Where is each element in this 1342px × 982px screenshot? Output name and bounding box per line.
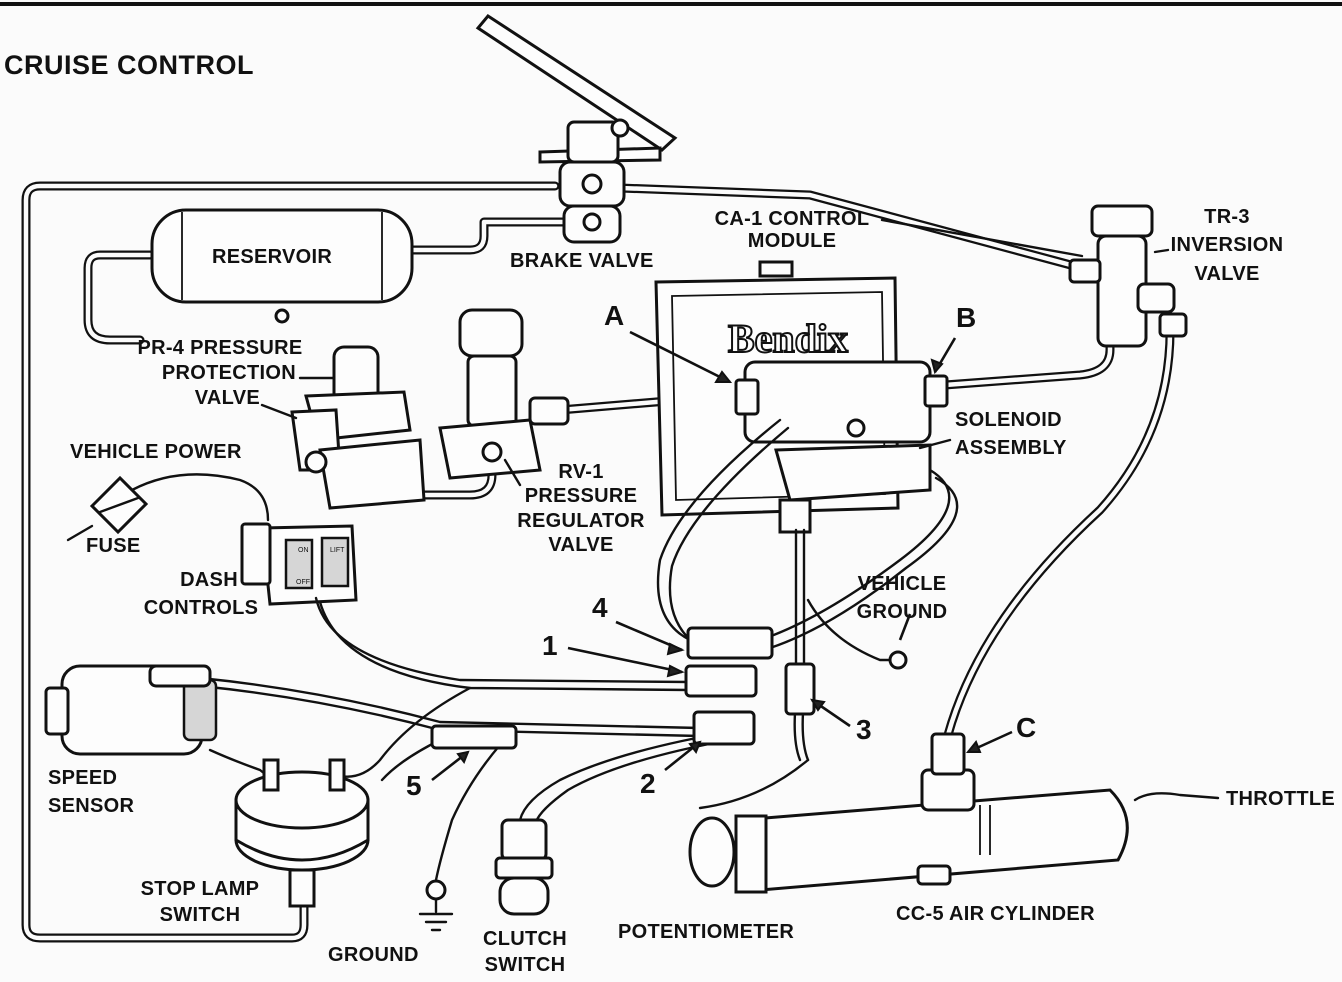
label-control-module-line1: CA-1 CONTROL	[714, 208, 870, 230]
label-clutch-switch-line2: SWITCH	[484, 954, 566, 977]
callout-1: 1	[542, 630, 558, 661]
label-vehicle-ground-line2: GROUND	[856, 601, 948, 623]
dash-controls-drawing: ON OFF LIFT	[240, 522, 358, 606]
label-vehicle-ground: VEHICLE GROUND	[848, 570, 956, 626]
callout-5: 5	[406, 770, 422, 801]
label-regulator-valve-line1: RV-1	[558, 461, 604, 483]
label-regulator-valve: RV-1 PRESSURE REGULATOR VALVE	[508, 460, 654, 558]
label-clutch-switch: CLUTCH SWITCH	[470, 926, 580, 979]
label-speed-sensor: SPEED SENSOR	[48, 764, 134, 820]
label-protection-valve-line3: VALVE	[194, 387, 260, 409]
leader-lines	[260, 218, 1170, 487]
label-vehicle-power: VEHICLE POWER	[70, 441, 242, 463]
harness-connectors	[430, 626, 908, 750]
label-throttle: THROTTLE	[1226, 788, 1336, 810]
label-stop-lamp-switch-line2: SWITCH	[159, 904, 241, 926]
label-potentiometer: POTENTIOMETER	[618, 921, 795, 943]
solenoid-drawing	[734, 360, 949, 534]
callout-3: 3	[856, 714, 872, 745]
clutch-switch-drawing	[494, 818, 554, 916]
label-ground: GROUND	[328, 944, 419, 966]
label-reservoir: RESERVOIR	[212, 246, 333, 268]
label-solenoid-assembly-line2: ASSEMBLY	[955, 437, 1067, 459]
callout-a: A	[604, 300, 625, 331]
regulator-valve-drawing	[438, 308, 570, 480]
label-speed-sensor-line2: SENSOR	[48, 795, 135, 817]
label-inversion-valve: TR-3 INVERSION VALVE	[1164, 203, 1290, 288]
label-dash-controls-line1: DASH	[180, 569, 238, 591]
reservoir-drawing	[150, 208, 414, 324]
label-protection-valve-line1: PR-4 PRESSURE	[137, 337, 303, 359]
inversion-valve-drawing	[1068, 204, 1188, 348]
label-speed-sensor-line1: SPEED	[48, 767, 118, 789]
label-stop-lamp-switch-line1: STOP LAMP	[140, 878, 260, 900]
module-brand-mark: Bendix	[728, 316, 848, 361]
air-cylinder-drawing	[688, 732, 1129, 894]
label-vehicle-ground-line1: VEHICLE	[857, 573, 947, 595]
label-brake-valve: BRAKE VALVE	[510, 250, 654, 272]
label-inversion-valve-line3: VALVE	[1194, 262, 1260, 285]
protection-valve-drawing	[290, 345, 426, 510]
brake-valve-drawing	[475, 14, 678, 244]
callout-4: 4	[592, 592, 608, 623]
switch-on-mark: ON	[298, 547, 309, 554]
label-clutch-switch-line1: CLUTCH	[482, 928, 567, 950]
label-regulator-valve-line3: REGULATOR	[517, 509, 645, 532]
label-control-module-line2: MODULE	[747, 230, 837, 253]
callout-b: B	[956, 302, 977, 333]
label-fuse: FUSE	[86, 535, 141, 557]
label-air-cylinder: CC-5 AIR CYLINDER	[896, 903, 1095, 925]
callout-2: 2	[640, 768, 656, 799]
label-dash-controls: DASH CONTROLS	[138, 566, 264, 622]
fuse-drawing	[66, 473, 270, 542]
ground-drawing	[418, 879, 454, 932]
label-solenoid-assembly-line1: SOLENOID	[955, 409, 1062, 431]
label-protection-valve-line2: PROTECTION	[161, 362, 296, 384]
label-solenoid-assembly: SOLENOID ASSEMBLY	[955, 406, 1067, 462]
switch-off-mark: OFF	[296, 579, 310, 586]
air-lines	[21, 181, 1220, 943]
wiring-harness	[198, 418, 959, 882]
speed-sensor-drawing	[44, 664, 218, 756]
label-inversion-valve-line1: TR-3	[1204, 206, 1250, 228]
stop-lamp-switch-drawing	[234, 758, 370, 908]
label-stop-lamp-switch: STOP LAMP SWITCH	[140, 876, 260, 928]
label-protection-valve: PR-4 PRESSURE PROTECTION VALVE	[124, 336, 316, 411]
diagram-title: CRUISE CONTROL	[4, 50, 254, 80]
callout-arrows	[431, 330, 1013, 782]
label-dash-controls-line2: CONTROLS	[143, 597, 259, 619]
switch-lift-mark: LIFT	[330, 547, 345, 554]
label-control-module: CA-1 CONTROL MODULE	[700, 208, 884, 253]
callout-c: C	[1016, 712, 1037, 743]
label-regulator-valve-line4: VALVE	[548, 534, 614, 557]
label-regulator-valve-line2: PRESSURE	[524, 485, 638, 508]
label-inversion-valve-line2: INVERSION	[1170, 234, 1284, 257]
